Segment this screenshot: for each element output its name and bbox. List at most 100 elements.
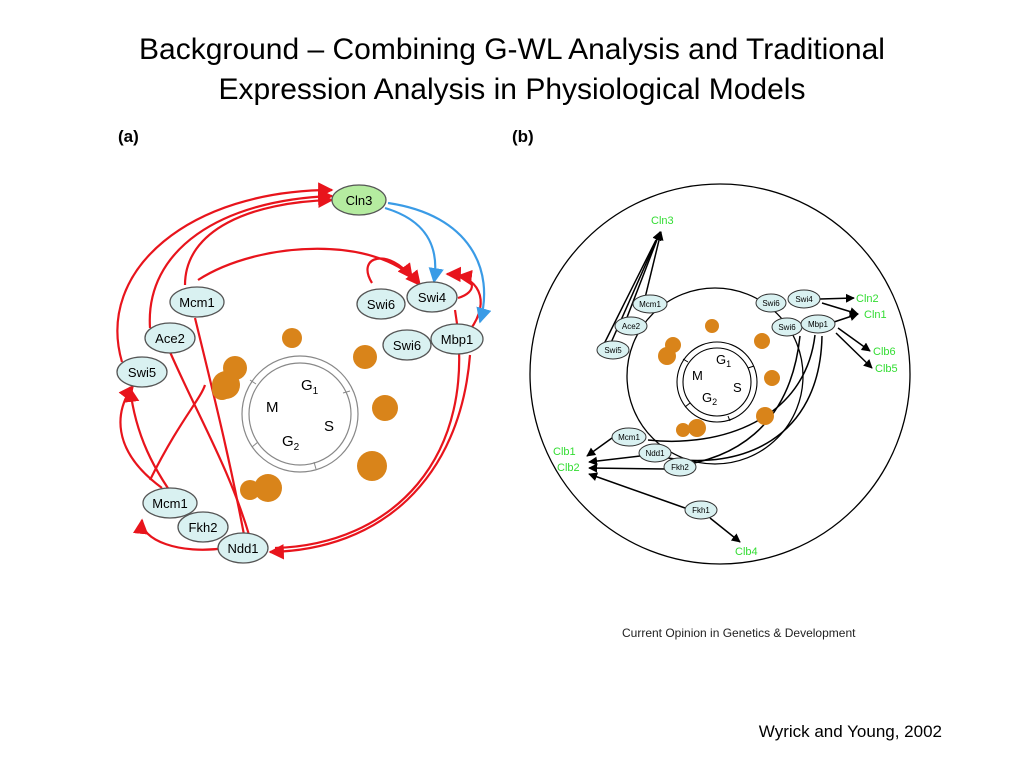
arrow-fkh2-to-clb2 bbox=[588, 463, 668, 473]
arrow-swi4-loop bbox=[456, 269, 473, 300]
node-mcm1-top: Mcm1 bbox=[169, 286, 225, 318]
panel-a-blue-arrows bbox=[384, 201, 492, 324]
blob bbox=[705, 319, 719, 333]
node-swi6-top: Swi6 bbox=[356, 288, 406, 320]
svg-text:Swi6: Swi6 bbox=[778, 323, 796, 332]
node-b-swi4: Swi4 bbox=[787, 289, 821, 309]
blob bbox=[764, 370, 780, 386]
blob bbox=[357, 451, 387, 481]
arrow-ndd1-to-clb2 bbox=[588, 455, 641, 466]
panel-a: (a) bbox=[116, 127, 492, 564]
panel-a-m-label: M bbox=[266, 399, 279, 416]
svg-text:Swi4: Swi4 bbox=[418, 290, 446, 305]
panel-b-arrows bbox=[586, 231, 873, 543]
svg-text:Ace2: Ace2 bbox=[155, 331, 185, 346]
blob bbox=[282, 328, 302, 348]
arrow-mbp1-to-ndd1 bbox=[268, 354, 472, 560]
target-clb5: Clb5 bbox=[875, 363, 898, 375]
node-ndd1: Ndd1 bbox=[217, 532, 269, 564]
arrow-mbp1-to-cln1 bbox=[833, 312, 859, 323]
arrow-mcm1-to-swi4 bbox=[197, 247, 421, 287]
target-clb2: Clb2 bbox=[557, 462, 580, 474]
node-b-fkh2: Fkh2 bbox=[663, 457, 697, 477]
panel-b-targets: Cln3 Cln2 Cln1 Clb6 Clb5 Clb1 Clb2 Clb4 bbox=[553, 215, 898, 558]
blob bbox=[240, 480, 260, 500]
arrow-ndd1-loop bbox=[132, 518, 226, 551]
blob bbox=[658, 347, 676, 365]
svg-text:Mcm1: Mcm1 bbox=[179, 295, 214, 310]
arrow-ace2-to-cln3 bbox=[148, 188, 334, 329]
node-b-swi6-bottom: Swi6 bbox=[771, 317, 803, 337]
target-cln1: Cln1 bbox=[864, 309, 887, 321]
svg-text:Mbp1: Mbp1 bbox=[441, 332, 474, 347]
svg-text:Swi6: Swi6 bbox=[393, 338, 421, 353]
panel-a-g1-label: G1 bbox=[301, 377, 319, 397]
panel-b-s-label: S bbox=[733, 380, 742, 395]
panel-b-g1-label: G1 bbox=[716, 352, 731, 369]
arrow-mbp1-to-clb6 bbox=[837, 327, 871, 352]
target-clb1: Clb1 bbox=[553, 446, 576, 458]
panel-a-orange-blobs bbox=[212, 328, 398, 502]
blob bbox=[754, 333, 770, 349]
node-b-mcm1-top: Mcm1 bbox=[632, 294, 668, 314]
svg-text:Swi4: Swi4 bbox=[795, 295, 813, 304]
arrow-mcm1-down bbox=[193, 317, 247, 541]
arrow-fkh1-to-clb2 bbox=[588, 472, 686, 509]
arrow-mbp1-to-swi4 bbox=[445, 266, 482, 331]
node-ace2: Ace2 bbox=[144, 322, 196, 354]
slide-title: Background – Combining G-WL Analysis and… bbox=[40, 30, 984, 110]
svg-text:Fkh1: Fkh1 bbox=[692, 506, 710, 515]
panel-a-cell-cycle: G1 M S G2 bbox=[241, 355, 359, 473]
svg-text:Fkh2: Fkh2 bbox=[671, 463, 689, 472]
target-cln3: Cln3 bbox=[651, 215, 674, 227]
arrow-cln3-to-mbp1 bbox=[387, 201, 492, 324]
blob bbox=[254, 474, 282, 502]
slide-title-line-2: Expression Analysis in Physiological Mod… bbox=[218, 73, 806, 106]
arrow-mcm1-to-clb2 bbox=[586, 437, 613, 457]
svg-text:Mcm1: Mcm1 bbox=[152, 496, 187, 511]
panel-b-m-label: M bbox=[692, 368, 703, 383]
panel-b-outer-circle bbox=[529, 183, 911, 565]
target-clb6: Clb6 bbox=[873, 346, 896, 358]
svg-text:Fkh2: Fkh2 bbox=[189, 520, 218, 535]
citation: Wyrick and Young, 2002 bbox=[758, 722, 942, 741]
svg-text:Ndd1: Ndd1 bbox=[645, 449, 665, 458]
arrow-mcm1-to-cln3 bbox=[644, 231, 664, 299]
node-cln3: Cln3 bbox=[331, 184, 387, 216]
svg-text:Swi5: Swi5 bbox=[604, 346, 622, 355]
svg-text:Mcm1: Mcm1 bbox=[618, 433, 640, 442]
node-b-ndd1: Ndd1 bbox=[638, 443, 672, 463]
blob bbox=[676, 423, 690, 437]
node-swi6-bottom: Swi6 bbox=[382, 329, 432, 361]
arrow-swi5-to-mcm1fkh2 bbox=[149, 384, 207, 481]
svg-text:Swi5: Swi5 bbox=[128, 365, 156, 380]
panel-a-red-arrows bbox=[116, 182, 482, 560]
panel-a-g2-label: G2 bbox=[282, 433, 300, 453]
blob bbox=[688, 419, 706, 437]
node-b-swi5: Swi5 bbox=[596, 340, 630, 360]
node-mbp1: Mbp1 bbox=[430, 323, 484, 355]
arrow-swi5-to-cln3 bbox=[116, 182, 334, 363]
blob bbox=[212, 380, 232, 400]
curve-mbp1-to-mcm1 bbox=[647, 334, 816, 443]
panel-b-label: (b) bbox=[512, 127, 534, 146]
target-cln2: Cln2 bbox=[856, 293, 879, 305]
curve-mbp1-to-ndd1 bbox=[667, 335, 823, 462]
node-mcm1-bottom: Mcm1 bbox=[142, 487, 198, 519]
panel-a-s-label: S bbox=[324, 418, 334, 435]
slide-title-line-1: Background – Combining G-WL Analysis and… bbox=[139, 33, 885, 66]
arrow-ace2-down bbox=[168, 351, 252, 539]
arrow-swi4-to-ndd1 bbox=[274, 309, 461, 550]
panel-b-orange-blobs bbox=[658, 319, 780, 437]
blob bbox=[372, 395, 398, 421]
node-b-mcm1-bottom: Mcm1 bbox=[611, 427, 647, 447]
svg-text:Swi6: Swi6 bbox=[367, 297, 395, 312]
target-clb4: Clb4 bbox=[735, 546, 758, 558]
arrow-swi6-to-swi4 bbox=[366, 257, 413, 284]
arrow-mcm1-to-cln3 bbox=[183, 192, 334, 286]
node-b-fkh1: Fkh1 bbox=[684, 500, 718, 520]
arrow-mbp1-to-clb5 bbox=[835, 332, 873, 369]
svg-text:Ndd1: Ndd1 bbox=[227, 541, 258, 556]
panel-b: (b) bbox=[512, 127, 911, 565]
node-b-ace2: Ace2 bbox=[614, 316, 648, 336]
